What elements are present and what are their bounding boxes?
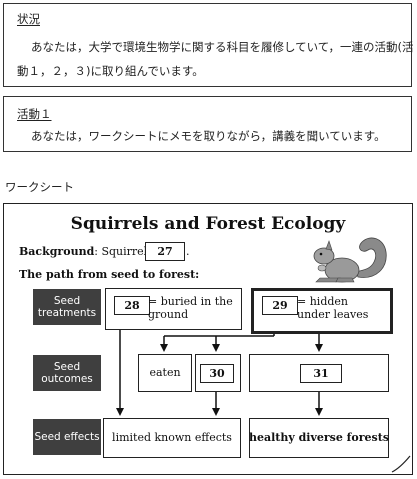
effect-limited-box — [103, 418, 241, 458]
treatment-buried-text: = buried in the ground — [148, 295, 233, 321]
background-period: . — [186, 245, 190, 258]
background-line: Background: Squirrels — [19, 245, 153, 258]
situation-line-2: 動１，２，３)に取り組んでいます。 — [17, 64, 204, 78]
blank-29: 29 — [262, 296, 298, 315]
blank-30: 30 — [200, 364, 234, 383]
treatment-hidden-text: = hidden under leaves — [297, 295, 369, 321]
worksheet: Squirrels and Forest Ecology Background:… — [3, 203, 413, 475]
activity1-panel: 活動１ あなたは，ワークシートにメモを取りながら，講義を聞いています。 — [3, 96, 412, 152]
activity1-line-1: あなたは，ワークシートにメモを取りながら，講義を聞いています。 — [31, 129, 386, 143]
effect-healthy-text: healthy diverse forests — [249, 431, 390, 444]
effect-healthy-box — [249, 418, 389, 458]
row-label-outcomes: Seed outcomes — [33, 355, 101, 391]
situation-panel: 状況 あなたは，大学で環境生物学に関する科目を履修していて，一連の活動(活 動１… — [3, 3, 414, 87]
activity1-header: 活動１ — [17, 107, 52, 121]
blank-31: 31 — [300, 364, 342, 383]
worksheet-label: ワークシート — [5, 180, 74, 194]
situation-header: 状況 — [17, 12, 40, 26]
row-label-effects: Seed effects — [33, 419, 101, 455]
squirrel-illustration — [313, 237, 387, 283]
path-label: The path from seed to forest: — [19, 268, 200, 281]
worksheet-title: Squirrels and Forest Ecology — [70, 214, 346, 234]
background-text: : Squirrels — [94, 245, 153, 258]
outcome-eaten-box — [138, 354, 192, 392]
outcome-eaten-text: eaten — [149, 366, 181, 379]
blank-28: 28 — [114, 296, 150, 315]
effect-limited-text: limited known effects — [112, 431, 232, 444]
background-label: Background — [19, 245, 95, 258]
blank-27: 27 — [145, 242, 185, 261]
row-label-treatments: Seed treatments — [33, 289, 101, 325]
page-curl-decoration — [390, 452, 412, 474]
situation-line-1: あなたは，大学で環境生物学に関する科目を履修していて，一連の活動(活 — [31, 40, 414, 54]
outcome-31-box — [249, 354, 389, 392]
